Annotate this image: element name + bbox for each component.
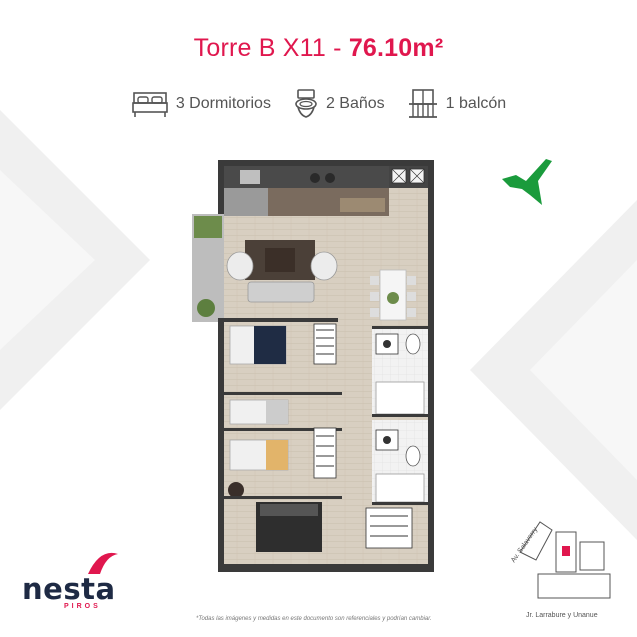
bed-icon bbox=[132, 92, 168, 117]
brand-sub: PIROS bbox=[64, 603, 101, 610]
floor-plan bbox=[192, 160, 434, 572]
toilet-icon bbox=[295, 89, 317, 118]
title-prefix: Torre B X11 - bbox=[193, 34, 349, 62]
disclaimer-text: *Todas las imágenes y medidas en este do… bbox=[196, 616, 432, 622]
sofa bbox=[247, 281, 315, 303]
feature-label: 1 balcón bbox=[445, 95, 507, 112]
north-bird-icon bbox=[502, 159, 552, 205]
balcony-icon bbox=[408, 89, 437, 118]
street-label-larrabure: Jr. Larrabure y Unanue bbox=[526, 612, 598, 619]
armchair bbox=[226, 251, 254, 281]
armchair bbox=[310, 251, 338, 281]
location-map bbox=[519, 521, 611, 599]
feature-balcony: 1 balcón bbox=[407, 88, 507, 120]
kitchen-counter bbox=[224, 166, 389, 188]
title-area: 76.10m² bbox=[348, 34, 444, 62]
features-row: 3 Dormitorios 2 Baños 1 balcón bbox=[0, 88, 637, 120]
nesta-logo-mark bbox=[88, 552, 118, 574]
coffee-table bbox=[265, 248, 295, 272]
feature-bedrooms: 3 Dormitorios bbox=[131, 89, 271, 119]
page-title: Torre B X11 - 76.10m² bbox=[0, 34, 637, 63]
brand-name: nesta bbox=[22, 572, 116, 606]
feature-bathrooms: 2 Baños bbox=[293, 88, 385, 120]
feature-label: 2 Baños bbox=[325, 95, 385, 112]
feature-label: 3 Dormitorios bbox=[175, 95, 271, 112]
